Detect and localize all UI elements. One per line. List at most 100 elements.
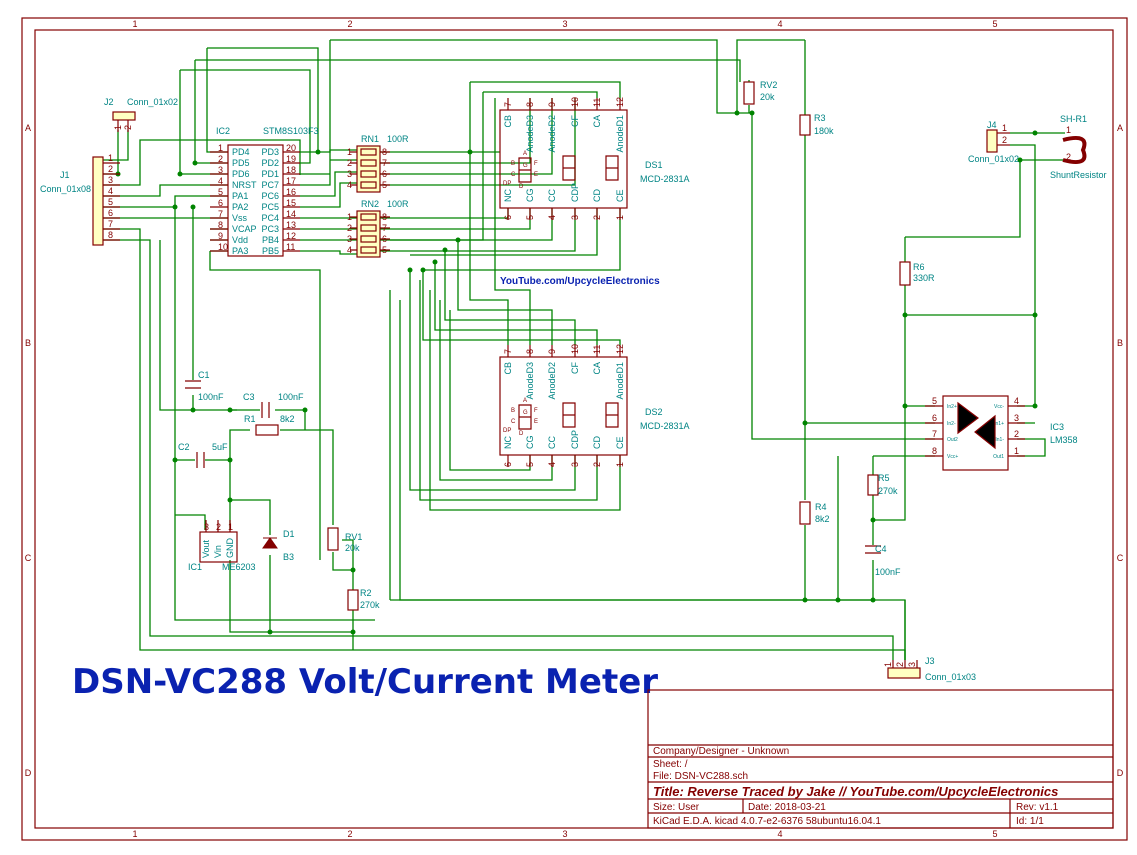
ic2-pin-name: PD1 bbox=[261, 169, 279, 179]
ic3-pin-num: 1 bbox=[1014, 446, 1019, 456]
ic2-pin-num: 9 bbox=[218, 231, 223, 241]
ds2-pin-name: CA bbox=[592, 362, 602, 375]
ds2-pin-num: 3 bbox=[570, 462, 580, 467]
r1-value: 8k2 bbox=[280, 414, 295, 424]
rv1-ref: RV1 bbox=[345, 532, 362, 542]
shr1-pin: 1 bbox=[1066, 125, 1071, 135]
seven-segment-digit bbox=[562, 155, 576, 181]
row-label-A: A bbox=[25, 123, 31, 133]
r2-value: 270k bbox=[360, 600, 380, 610]
ic2-pin-num: 13 bbox=[286, 220, 296, 230]
ds2-segment-label: B bbox=[511, 408, 515, 414]
ds2-pin-num: 12 bbox=[615, 344, 625, 354]
resistor-element bbox=[360, 170, 377, 178]
row-label-D: D bbox=[1117, 768, 1124, 778]
ds2-body bbox=[499, 356, 628, 456]
resistor-element bbox=[360, 181, 377, 189]
resistor-element bbox=[360, 159, 377, 167]
seven-segment-digit bbox=[562, 402, 576, 428]
j4-body bbox=[986, 129, 998, 153]
ic2-pin-num: 20 bbox=[286, 143, 296, 153]
ic3-pin-name: In1- bbox=[995, 437, 1004, 443]
ds2-pin-num: 7 bbox=[503, 349, 513, 354]
ds1-pin-name: CE bbox=[615, 189, 625, 202]
j1-pin: 1 bbox=[108, 153, 113, 163]
ds1-pin-name: CC bbox=[547, 189, 557, 202]
r4-ref: R4 bbox=[815, 502, 827, 512]
tb-size: Size: User bbox=[653, 802, 700, 813]
j3-pin: 1 bbox=[883, 662, 893, 667]
rn1-pin: 8 bbox=[382, 147, 387, 157]
ic2-pin-num: 3 bbox=[218, 165, 223, 175]
ic2-pin-name: NRST bbox=[232, 180, 257, 190]
ds1-pin-name: CA bbox=[592, 115, 602, 128]
ic2-pin-name: PC6 bbox=[261, 191, 279, 201]
ic2-pin-name: PC3 bbox=[261, 224, 279, 234]
ic2-pin-num: 4 bbox=[218, 176, 223, 186]
ic3-pin-name: In2+ bbox=[947, 404, 957, 410]
j2-pin: 2 bbox=[123, 125, 133, 130]
ds1-pin-num: 9 bbox=[547, 102, 557, 107]
ic3-ref: IC3 bbox=[1050, 422, 1064, 432]
ds1-pin-name: AnodeD2 bbox=[547, 115, 557, 153]
ds1-segment-label: F bbox=[534, 161, 538, 167]
resistor-element bbox=[360, 246, 377, 254]
j3-ref: J3 bbox=[925, 656, 935, 666]
ds1-pin-num: 2 bbox=[592, 215, 602, 220]
r3-value: 180k bbox=[814, 126, 834, 136]
ds2-pin-name: AnodeD3 bbox=[525, 362, 535, 400]
column-label-4: 4 bbox=[777, 829, 782, 839]
column-label-2: 2 bbox=[347, 829, 352, 839]
rn1-pin: 4 bbox=[347, 180, 352, 190]
tb-rev: Rev: v1.1 bbox=[1016, 802, 1059, 813]
ds2-pin-num: 4 bbox=[547, 462, 557, 467]
ds1-pin-num: 8 bbox=[525, 102, 535, 107]
tb-file: File: DSN-VC288.sch bbox=[653, 771, 748, 782]
ds1-value: MCD-2831A bbox=[640, 174, 690, 184]
ds1-pin-num: 1 bbox=[615, 215, 625, 220]
ic3-pin-num: 4 bbox=[1014, 396, 1019, 406]
j4-pin: 2 bbox=[1002, 135, 1007, 145]
rv1-body bbox=[327, 527, 339, 551]
c1-value: 100nF bbox=[198, 392, 224, 402]
row-label-A: A bbox=[1117, 123, 1123, 133]
r2-body bbox=[347, 589, 359, 611]
rn2-pin: 6 bbox=[382, 234, 387, 244]
ic3-body bbox=[942, 395, 1009, 471]
shr1-body bbox=[1062, 136, 1087, 164]
ic2-pin-num: 15 bbox=[286, 198, 296, 208]
title-block: Company/Designer - Unknown Sheet: / File… bbox=[647, 689, 1114, 829]
ic3-pin-num: 6 bbox=[932, 413, 937, 423]
rn1-pin: 5 bbox=[382, 180, 387, 190]
j3-pin: 2 bbox=[895, 662, 905, 667]
r3-ref: R3 bbox=[814, 113, 826, 123]
ds2-pin-num: 6 bbox=[503, 462, 513, 467]
ds2-pin-num: 2 bbox=[592, 462, 602, 467]
ds2-pin-name: CD bbox=[592, 436, 602, 449]
ds2-pin-name: CF bbox=[570, 362, 580, 374]
j1-value: Conn_01x08 bbox=[40, 184, 91, 194]
ds2-pin-name: AnodeD2 bbox=[547, 362, 557, 400]
ic2-pin-num: 11 bbox=[286, 242, 295, 252]
rv2-ref: RV2 bbox=[760, 80, 777, 90]
rn1-ref: RN1 bbox=[361, 134, 379, 144]
d1-value: B3 bbox=[283, 552, 294, 562]
c2-value: 5uF bbox=[212, 442, 228, 452]
ds2-segment-label: DP bbox=[503, 428, 511, 434]
rn1-pin: 6 bbox=[382, 169, 387, 179]
ic2-pin-name: PD4 bbox=[232, 147, 250, 157]
rn2-pin: 1 bbox=[347, 212, 352, 222]
ic2-pin-name: PC7 bbox=[261, 180, 279, 190]
row-label-C: C bbox=[1117, 553, 1124, 563]
r5-ref: R5 bbox=[878, 473, 890, 483]
c3-ref: C3 bbox=[243, 392, 255, 402]
ic1-ref: IC1 bbox=[188, 562, 202, 572]
r1-ref: R1 bbox=[244, 414, 256, 424]
resistor-element bbox=[360, 148, 377, 156]
ds1-segment-label: E bbox=[534, 172, 538, 178]
ic2-pin-num: 19 bbox=[286, 154, 296, 164]
ds2-pin-name: CB bbox=[503, 362, 513, 375]
column-label-3: 3 bbox=[562, 19, 567, 29]
row-label-B: B bbox=[25, 338, 31, 348]
